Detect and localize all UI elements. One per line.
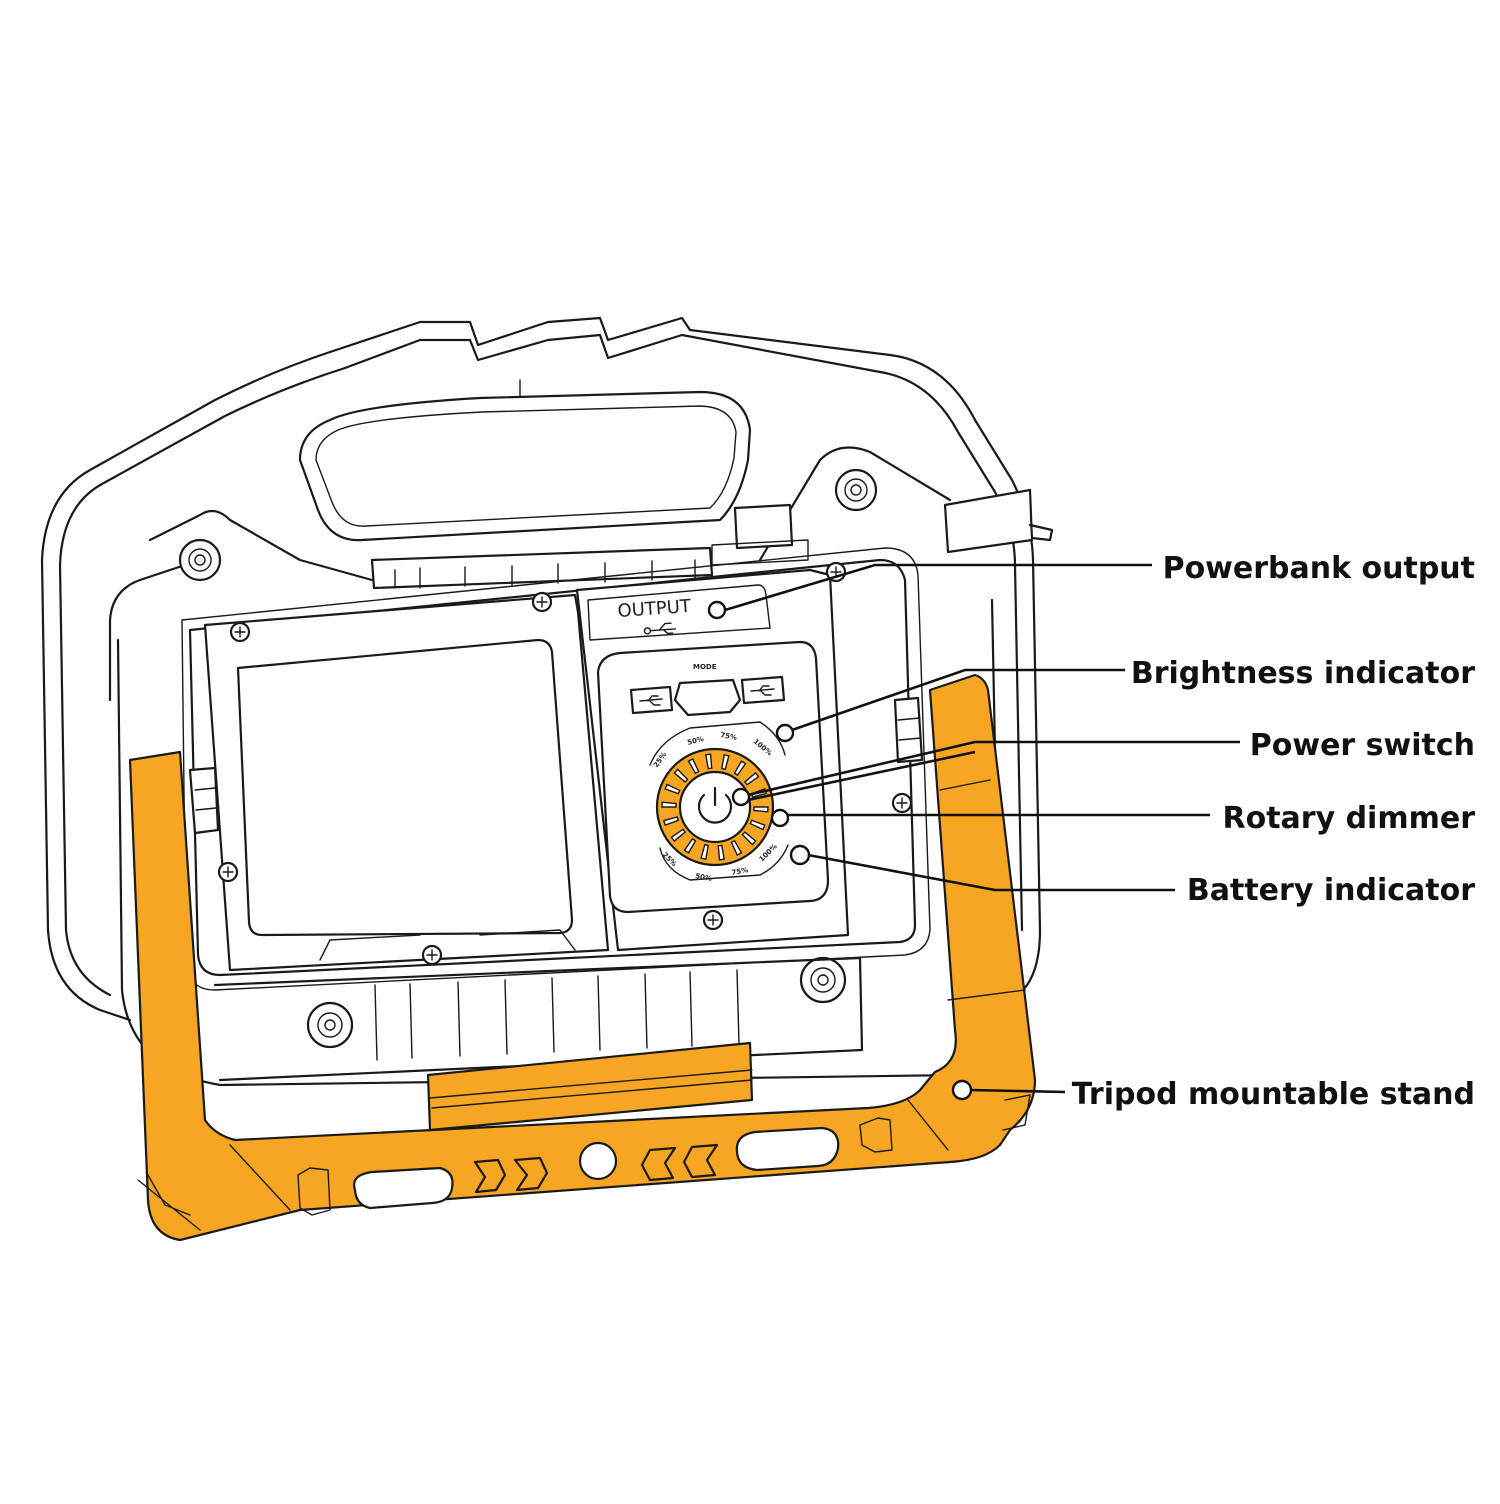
knob-tooth (753, 806, 769, 813)
tripod-stand (128, 673, 1037, 1242)
knob-tooth (730, 839, 743, 857)
mode-label: MODE (693, 663, 717, 671)
knob-tooth (700, 843, 710, 861)
callout-rotary-dimmer: Rotary dimmer (1222, 801, 1475, 836)
knob-tooth (664, 783, 681, 795)
knob-tooth (717, 844, 726, 861)
knob-tooth (661, 801, 677, 808)
knob-tooth (704, 753, 713, 770)
face-plate: OUTPUT MODE 25% 50% 75% 100% 25% 50% 75%… (116, 547, 1002, 1087)
callout-power-switch: Power switch (1250, 728, 1475, 763)
callout-leaders (724, 563, 1240, 1094)
knob-tooth (741, 831, 757, 846)
screw-icon (834, 468, 878, 512)
screw-icon (306, 1001, 354, 1049)
screw-icon (702, 909, 724, 931)
svg-text:50%: 50% (695, 872, 713, 883)
svg-text:75%: 75% (731, 866, 749, 877)
callout-brightness-indicator: Brightness indicator (1131, 656, 1475, 691)
callout-labels: Powerbank output Brightness indicator Po… (1072, 551, 1475, 1112)
screw-icon (421, 944, 443, 966)
callout-battery-indicator: Battery indicator (1187, 873, 1475, 908)
screw-icon (799, 956, 847, 1004)
screw-icon (217, 861, 239, 883)
screw-icon (891, 792, 913, 814)
knob-tooth (683, 837, 697, 854)
screw-icon (178, 538, 222, 582)
svg-text:75%: 75% (720, 731, 738, 742)
knob-tooth (743, 771, 760, 786)
output-label: OUTPUT (617, 596, 693, 622)
knob-tooth (749, 819, 766, 831)
knob-tooth (720, 753, 730, 771)
power-icon (697, 786, 733, 824)
housing-outline (40, 316, 1054, 1049)
screw-icon (229, 621, 251, 643)
usb-icon (629, 685, 674, 715)
knob-tooth (670, 828, 687, 843)
usb-icon (643, 622, 677, 635)
usb-icon (740, 675, 786, 705)
knob-tooth (673, 768, 689, 783)
callout-powerbank-output: Powerbank output (1163, 551, 1475, 586)
knob-tooth (662, 816, 680, 827)
knob-tooth (733, 760, 747, 777)
callout-tripod-stand: Tripod mountable stand (1072, 1077, 1475, 1112)
knob-tooth (687, 757, 700, 775)
screw-icon (531, 591, 553, 613)
